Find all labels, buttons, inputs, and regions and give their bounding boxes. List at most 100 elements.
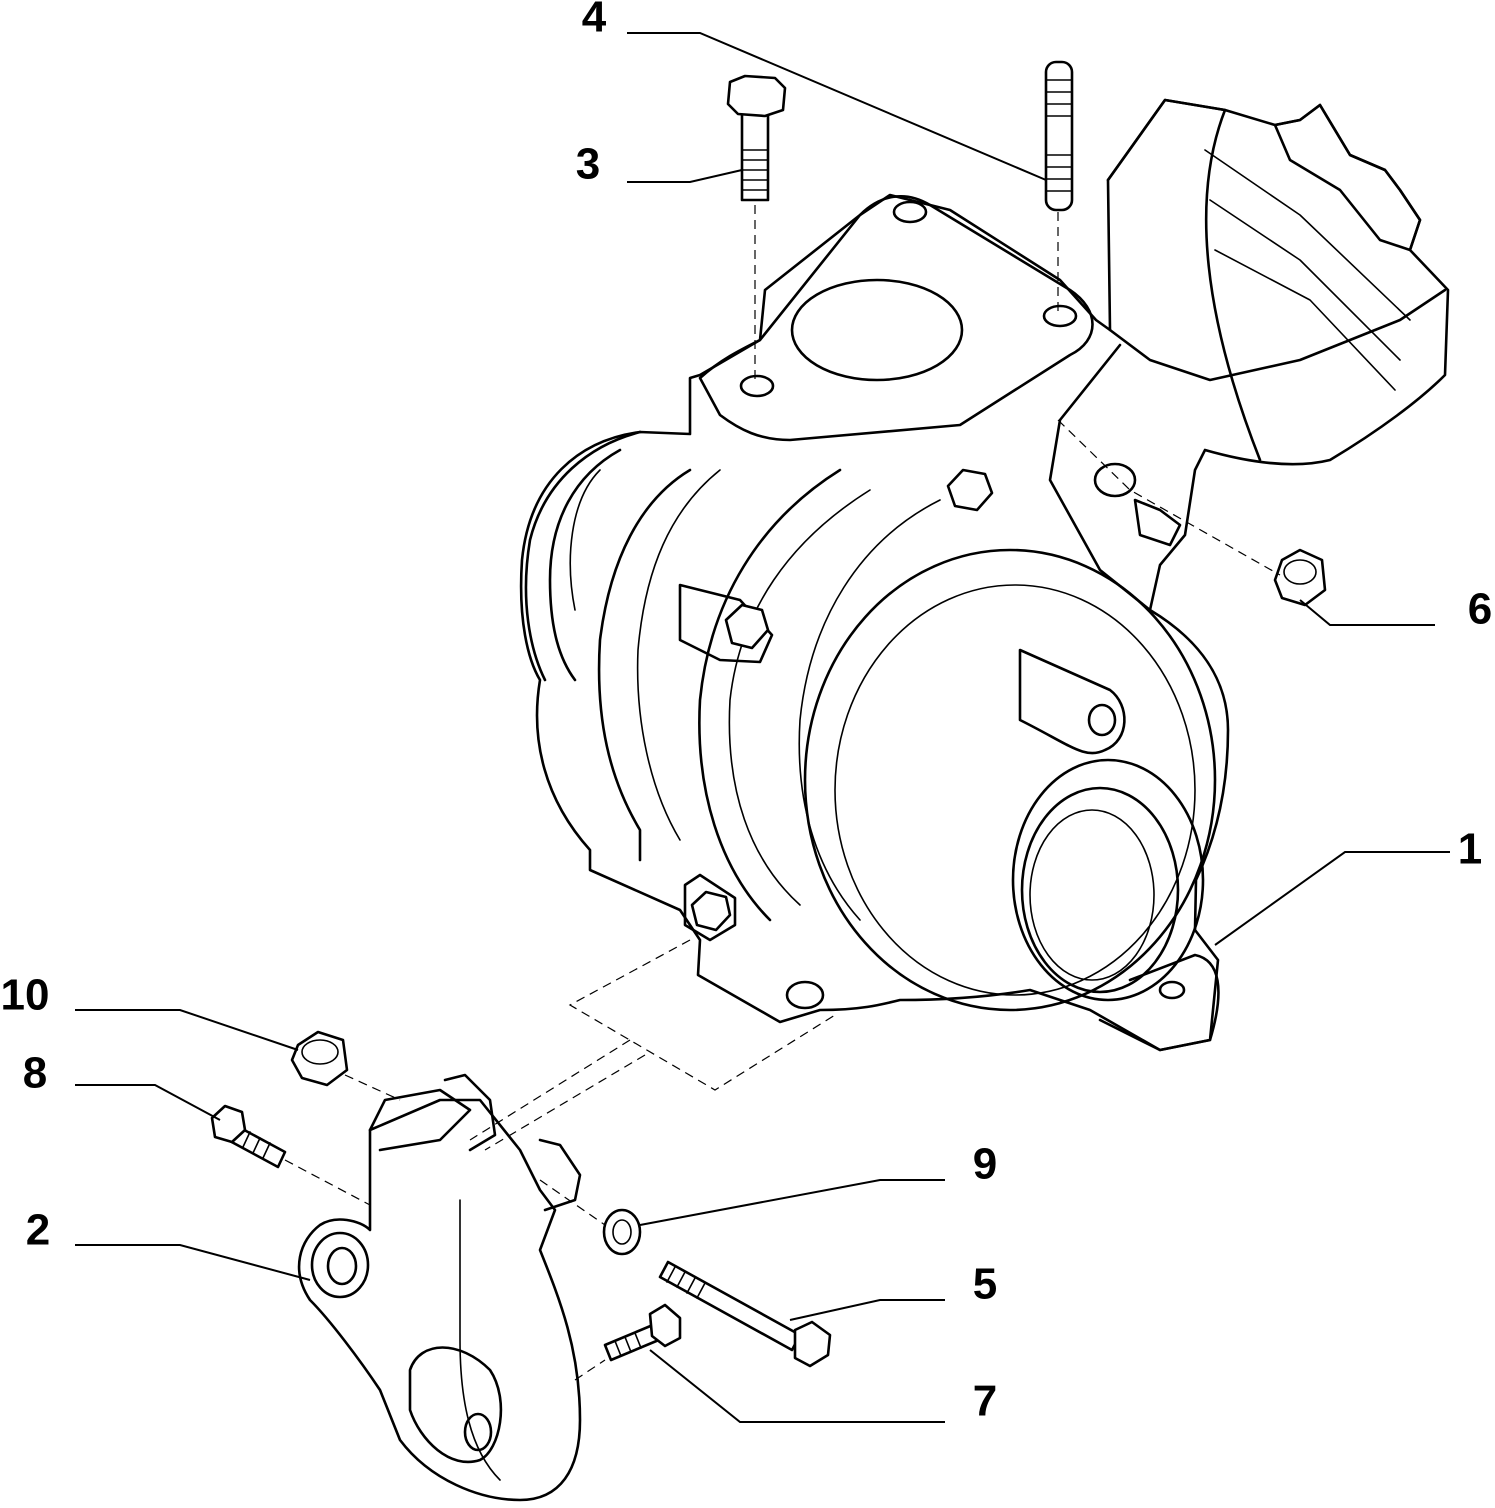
actuator-rib <box>1209 199 1401 361</box>
actuator-rod-clip <box>1133 498 1182 547</box>
callout-4: 4 <box>582 0 607 42</box>
bolt-8-head <box>210 1104 247 1144</box>
callout-2: 2 <box>26 1206 50 1255</box>
leader-8 <box>75 1084 221 1121</box>
callout-3: 3 <box>576 140 600 189</box>
guide-nut-10 <box>344 1074 401 1101</box>
leader-10 <box>75 1009 299 1051</box>
bracket-side-hole <box>326 1246 358 1286</box>
actuator-canister <box>1106 98 1262 462</box>
leader-9 <box>639 1179 945 1226</box>
bolt-3-thread <box>741 149 769 191</box>
support-bracket <box>297 1073 582 1502</box>
callout-10: 10 <box>1 971 50 1020</box>
guide-bracket <box>469 1039 631 1141</box>
flange-hole <box>1042 304 1078 328</box>
bolt-8 <box>210 1104 287 1169</box>
bolt-3 <box>726 74 787 202</box>
nut-10-face <box>301 1039 339 1065</box>
leader-6 <box>1299 599 1435 626</box>
stud-4-thread <box>1045 79 1073 192</box>
turbine-housing-contour <box>569 469 601 611</box>
flange-port <box>790 278 964 382</box>
leader-4 <box>627 32 1047 181</box>
bracket-top-slot <box>368 1088 472 1152</box>
exhaust-flange <box>698 194 1094 442</box>
bracket-fork <box>538 1138 582 1212</box>
bolt-7-head <box>648 1303 682 1348</box>
leader-2 <box>75 1244 311 1281</box>
flange-hole <box>892 200 928 224</box>
housing-bolt-boss <box>683 873 737 942</box>
callout-7: 7 <box>973 1377 997 1426</box>
turbine-housing-rim <box>548 448 622 682</box>
bolt-7-thread <box>614 1332 642 1357</box>
nut-6 <box>1273 548 1327 607</box>
compressor-inlet <box>1020 786 1180 994</box>
guide-nut-6 <box>1057 419 1281 576</box>
compressor-inlet-outer <box>1011 758 1205 1002</box>
compressor-outlet <box>1018 648 1126 755</box>
turbine-scroll <box>597 468 692 862</box>
callout-8: 8 <box>23 1049 47 1098</box>
nut-6-face <box>1283 559 1317 585</box>
guide-bolt-7 <box>574 1359 606 1381</box>
callout-labels: 1 2 3 4 5 6 7 8 9 10 <box>1 0 1493 1426</box>
housing-bolt-head <box>690 890 732 932</box>
turbine-housing-edge <box>524 430 642 682</box>
actuator-rib <box>1204 149 1411 321</box>
bolt-3-shank <box>740 110 770 202</box>
bolt-5-shank <box>658 1260 802 1352</box>
turbocharger-body <box>519 98 1450 1052</box>
bolt-7 <box>603 1303 682 1362</box>
actuator-canister-rim <box>1108 288 1447 382</box>
center-housing-ring <box>728 489 871 906</box>
bracket-lower-boss <box>408 1346 503 1464</box>
housing-bolt-boss <box>678 583 774 664</box>
actuator-rib <box>1214 249 1396 391</box>
stud-4 <box>1044 60 1074 212</box>
callout-9: 9 <box>973 1140 997 1189</box>
center-housing <box>698 468 842 922</box>
callout-6: 6 <box>1468 585 1492 634</box>
actuator-nut-seat <box>1093 462 1137 498</box>
washer-9-inner <box>612 1219 632 1245</box>
bolt-3-head <box>726 74 787 118</box>
nut-6-body <box>1273 548 1327 607</box>
compressor-inlet-bore <box>1029 809 1155 981</box>
stud-4-body <box>1044 60 1074 212</box>
outlet-hole <box>1087 703 1117 737</box>
assembly-guides <box>284 205 1281 1381</box>
turbocharger-assembly <box>519 98 1450 1052</box>
actuator-connector <box>1273 103 1422 252</box>
bolt-5 <box>658 1260 832 1368</box>
turbine-scroll-inner <box>636 469 721 841</box>
washer-9-outer <box>602 1208 642 1256</box>
bracket-edge <box>459 1199 501 1481</box>
lower-stud-hole <box>785 980 825 1010</box>
leader-1 <box>1214 851 1450 946</box>
bolt-8-thread <box>242 1131 271 1159</box>
guide-bracket-box <box>568 939 836 1091</box>
bolt-5-head <box>793 1320 832 1368</box>
leader-3 <box>627 169 743 183</box>
compressor-housing-ring <box>834 584 1196 996</box>
bracket-fork <box>443 1073 497 1152</box>
washer-9 <box>602 1208 642 1256</box>
bracket-side-eye <box>310 1231 370 1299</box>
bolt-5-thread <box>666 1266 706 1299</box>
callout-5: 5 <box>973 1260 997 1309</box>
callout-1: 1 <box>1458 825 1482 874</box>
guide-bolt-8 <box>284 1159 371 1206</box>
guide-washer-9 <box>539 1179 606 1226</box>
leader-7 <box>649 1349 945 1423</box>
leader-5 <box>789 1299 945 1321</box>
bracket-lower-hole <box>463 1412 493 1452</box>
actuator-bracket <box>1048 343 1152 612</box>
housing-bolt-head <box>946 468 994 512</box>
mounting-tab <box>1098 953 1220 1052</box>
compressor-housing <box>803 548 1217 1012</box>
bracket-body <box>297 1098 582 1502</box>
